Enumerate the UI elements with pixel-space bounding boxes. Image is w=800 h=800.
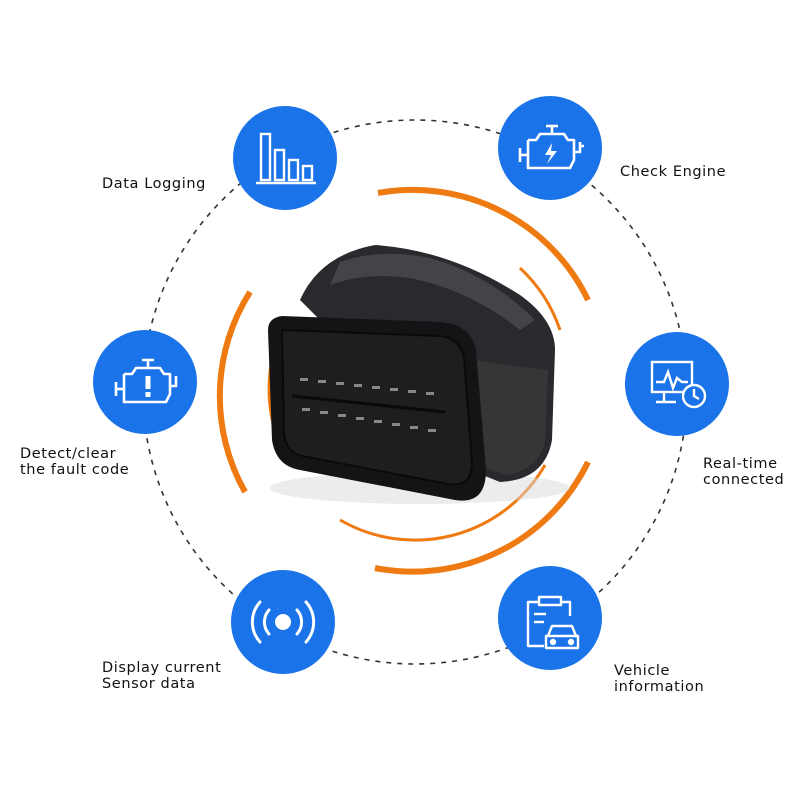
engine-bolt-icon	[518, 124, 584, 170]
label-vehicle-info: Vehicle information	[614, 663, 704, 695]
label-realtime: Real-time connected	[703, 456, 784, 488]
obd-device-image	[268, 245, 570, 504]
clipboard-car-icon	[526, 595, 580, 650]
orange-arc-inner-topright	[518, 266, 562, 331]
circle-check-engine	[498, 96, 602, 200]
circle-detect-fault	[93, 330, 197, 434]
label-line: Check Engine	[620, 164, 727, 180]
circle-display-sensor	[231, 570, 335, 674]
circle-data-logging	[233, 106, 337, 210]
label-check-engine: Check Engine	[620, 164, 726, 180]
label-data-logging: Data Logging	[102, 176, 206, 192]
label-line: the fault code	[20, 462, 130, 478]
signal-icon	[250, 600, 316, 644]
label-line: Data Logging	[102, 176, 206, 192]
label-line: Vehicle	[614, 663, 671, 679]
label-line: connected	[703, 472, 785, 488]
label-line: Display current	[102, 660, 222, 676]
label-detect-fault: Detect/clear the fault code	[20, 446, 129, 478]
label-display-sensor: Display current Sensor data	[102, 660, 221, 692]
bar-chart-icon	[256, 132, 316, 185]
label-line: Real-time	[703, 456, 778, 472]
monitor-clock-icon	[650, 360, 707, 409]
label-line: information	[614, 679, 705, 695]
orange-arc-outer-bottom	[374, 460, 591, 575]
circle-realtime	[625, 332, 729, 436]
engine-warning-icon	[114, 358, 178, 404]
label-line: Detect/clear	[20, 446, 117, 462]
circle-vehicle-info	[498, 566, 602, 670]
orange-arc-outer-top	[377, 186, 591, 302]
label-line: Sensor data	[102, 676, 196, 692]
orange-arc-outer-left	[216, 290, 253, 494]
